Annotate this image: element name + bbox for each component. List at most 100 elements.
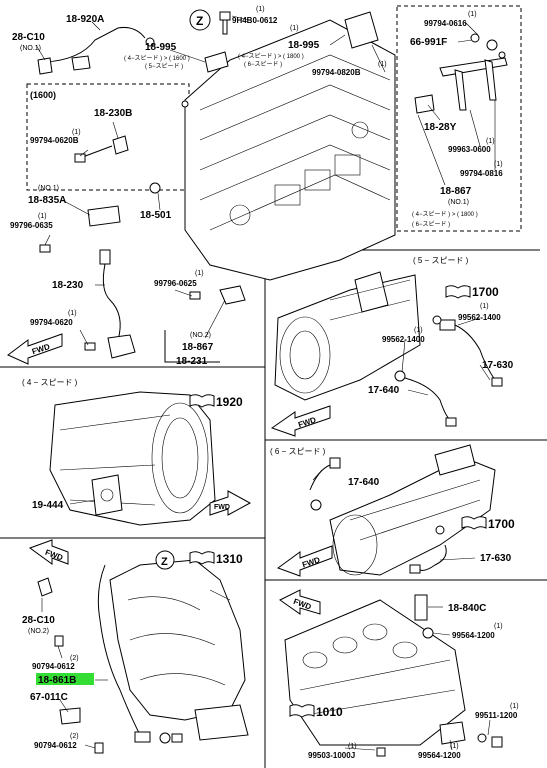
book-icon	[445, 285, 471, 299]
label-18-230: 18-230	[52, 280, 84, 291]
label-99794-0616: 99794-0616	[424, 19, 467, 28]
o2-sensor-18-861B	[97, 564, 183, 744]
temp-sensor-18-840C	[414, 594, 434, 639]
transmission-4-speed	[49, 391, 216, 526]
label-18-231: 18-231	[176, 356, 208, 367]
label-99503-1000J: 99503-1000J	[308, 751, 355, 760]
group-1310: 1310	[216, 552, 243, 566]
label-1600: (1600)	[30, 90, 56, 100]
speed-sensor-6sp	[309, 457, 447, 574]
highlight-18-861B	[36, 673, 94, 685]
label-67-011C: 67-011C	[30, 692, 68, 703]
label-17-640-b: 17-640	[348, 477, 380, 488]
label-18-995-a: 18-995	[145, 42, 177, 53]
leader-lines	[35, 15, 496, 751]
fwd-arrow-6: FWD	[279, 589, 321, 615]
label-99963-0600: 99963-0600	[448, 145, 491, 154]
label-66-991F: 66-991F	[410, 37, 447, 48]
qty: (2)	[70, 733, 79, 740]
qty: (1)	[290, 25, 299, 32]
label-99511-1200: 99511-1200	[475, 711, 518, 720]
note: ( 6−スピード )	[412, 221, 450, 228]
qty: (1)	[480, 303, 489, 310]
label-18-28Y: 18-28Y	[424, 122, 457, 133]
label-18-861B[interactable]: 18-861B	[38, 675, 76, 686]
label-18-995-b: 18-995	[288, 40, 320, 51]
dashed-box-1600	[26, 83, 190, 191]
qty: (1)	[72, 129, 81, 136]
transmission-5-speed	[274, 271, 421, 401]
label-18-840C: 18-840C	[448, 603, 486, 614]
label-19-444: 19-444	[32, 500, 64, 511]
label-18-920A: 18-920A	[66, 14, 104, 25]
book-icon	[189, 551, 215, 565]
note: ( 4−スピード ) > ( 1600 )	[124, 55, 190, 62]
label-17-630-a: 17-630	[482, 360, 514, 371]
label-99794-0620: 99794-0620	[30, 318, 73, 327]
sensor-bottom-right	[439, 721, 466, 745]
label-no1: (NO.1)	[448, 199, 469, 206]
bolt-top	[219, 11, 231, 35]
sensor-1600-parts	[74, 100, 189, 194]
label-99562-1400-a: 99562-1400	[458, 313, 501, 322]
label-99796-0625: 99796-0625	[154, 279, 197, 288]
o2-sensor-harness-top	[37, 27, 155, 75]
plug-99511-1200	[477, 733, 503, 748]
label-18-835A: 18-835A	[28, 195, 66, 206]
svg-text:Z: Z	[161, 556, 168, 568]
fwd-arrow-5: FWD	[28, 539, 69, 565]
qty: (1)	[486, 138, 495, 145]
qty: (1)	[494, 623, 503, 630]
label-99796-0635: 99796-0635	[10, 221, 53, 230]
group-1010: 1010	[316, 705, 343, 719]
clip-67-011C	[59, 707, 81, 725]
sensor-18-230-harness	[39, 205, 136, 359]
label-9H4B0-0612: 9H4B0-0612	[232, 16, 278, 25]
qty: (1)	[256, 6, 265, 13]
sensor-19-444	[91, 474, 123, 516]
svg-text:FWD: FWD	[214, 504, 230, 511]
label-17-640-a: 17-640	[368, 385, 400, 396]
clip-28-C10-no2	[37, 577, 53, 597]
fwd-arrow-4: FWD	[276, 545, 333, 577]
exhaust-manifold	[109, 559, 249, 741]
fwd-arrow-2: FWD	[270, 405, 331, 437]
qty: (1)	[468, 11, 477, 18]
z-marker-top: Z	[189, 9, 211, 31]
transmission-6-speed	[329, 444, 496, 576]
qty: (2)	[70, 655, 79, 662]
qty: (1)	[494, 161, 503, 168]
label-no2: (NO.2)	[190, 332, 211, 339]
label-no1: (NO.1)	[38, 185, 59, 192]
label-18-867-top: 18-867	[440, 186, 472, 197]
qty: (1)	[195, 270, 204, 277]
book-icon	[189, 394, 215, 408]
label-28-C10: 28-C10	[12, 32, 45, 43]
engine-block-drawing	[184, 19, 396, 281]
qty: (1)	[348, 743, 357, 750]
label-99562-1400-b: 99562-1400	[382, 335, 425, 344]
label-18-501: 18-501	[140, 210, 172, 221]
qty: (1)	[38, 213, 47, 220]
section-5-speed: ( 5 − スピード )	[413, 256, 469, 265]
section-4-speed: ( 4 − スピード )	[22, 378, 78, 387]
label-99794-0816: 99794-0816	[460, 169, 503, 178]
group-1700-a: 1700	[472, 285, 499, 299]
group-1700-b: 1700	[488, 517, 515, 531]
label-no2: (NO.2)	[28, 628, 49, 635]
svg-text:Z: Z	[196, 14, 203, 28]
label-17-630-b: 17-630	[480, 553, 512, 564]
z-marker-bottom: Z	[155, 550, 175, 570]
label-99564-1200-a: 99564-1200	[452, 631, 495, 640]
label-90794-0612-a: 90794-0612	[32, 662, 75, 671]
bracket-18-867-mid	[164, 285, 246, 363]
label-no1: (NO.1)	[20, 45, 41, 52]
book-icon	[289, 704, 315, 718]
label-18-867-mid: 18-867	[182, 342, 214, 353]
qty: (1)	[378, 61, 387, 68]
top-right-assembly	[344, 11, 508, 114]
label-99794-0820B: 99794-0820B	[312, 68, 361, 77]
speed-sensor-5sp	[394, 315, 503, 427]
note: ( 4−スピード ) > ( 1800 )	[238, 53, 304, 60]
